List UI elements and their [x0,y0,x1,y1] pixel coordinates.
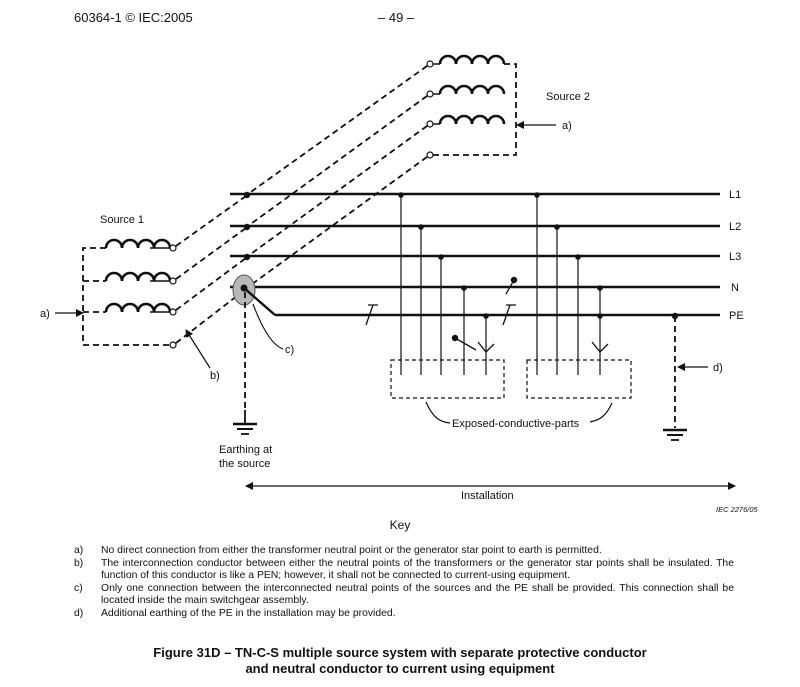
installation-label: Installation [461,490,514,502]
key-heading: Key [389,518,411,532]
exposed-leaders [425,401,613,424]
earthing-label-line1: Earthing at [219,444,272,456]
callout-a-left: a) [40,308,50,320]
key-note-label: a) [74,545,84,556]
switch-symbols [451,276,609,353]
source2-coil-3 [438,114,506,125]
key-notes: a) No direct connection from either the … [74,545,734,621]
source2-label: Source 2 [546,91,590,103]
key-note-label: d) [74,607,84,619]
key-note-label: c) [74,582,83,594]
source2-terminal-4 [426,151,434,159]
source2-coil-1 [438,54,506,65]
label-n: N [731,282,739,294]
key-note-text: Additional earthing of the PE in the ins… [101,607,396,619]
iec-reference: IEC 2276/05 [716,505,759,514]
key-note-text: Only one connection between the intercon… [101,582,734,607]
label-l1: L1 [729,189,741,201]
equipment-junctions [398,192,603,319]
label-l2: L2 [729,221,741,233]
earthing-label-line2: the source [219,458,270,470]
conductors [230,192,720,317]
source1-terminal-4 [169,341,177,349]
equipment-enclosure-2 [526,359,632,399]
caption-line-1: Figure 31D – TN-C-S multiple source syst… [153,645,647,660]
key-note-a: a) No direct connection from either the … [74,545,734,558]
source1-coil-3 [104,302,172,313]
callout-b: b) [210,370,220,382]
source1-coil-1 [104,238,172,249]
source-1 [82,238,177,349]
key-note-d: d) Additional earthing of the PE in the … [74,608,734,621]
callout-c: c) [285,344,294,356]
document-id: 60364-1 © IEC:2005 [74,10,193,25]
pe-breaks [365,304,516,326]
callout-b-arrow [185,329,211,369]
key-note-c: c) Only one connection between the inter… [74,583,734,608]
label-l3: L3 [729,251,741,263]
caption-line-2: and neutral conductor to current using e… [245,661,555,676]
source2-interconnections [247,65,428,288]
additional-earthing [663,312,687,441]
source2-terminal-2 [426,90,434,98]
callout-c-leader [252,303,284,350]
source2-star-point [433,63,517,156]
source2-terminal-3 [426,120,434,128]
tn-c-s-diagram: Source 1 Source 2 L1 L2 L3 N PE a) a) b)… [40,54,759,514]
source1-terminal-2 [169,277,177,285]
equipment-connections [400,195,601,375]
neutral-pe-link [232,274,276,435]
key-note-b: b) The interconnection conductor between… [74,558,734,583]
source1-interconnections [175,195,247,344]
page-number: – 49 – [378,10,415,25]
key-note-text: No direct connection from either the tra… [101,545,602,556]
key-note-text: The interconnection conductor between ei… [101,557,734,582]
exposed-parts-label: Exposed-conductive-parts [452,418,580,430]
label-pe: PE [729,310,744,322]
callout-d: d) [713,362,723,374]
source-2 [426,54,517,159]
source2-coil-2 [438,84,506,95]
source-junctions [243,191,251,261]
source1-terminal-3 [169,308,177,316]
source1-coil-2 [104,271,172,282]
source2-terminal-1 [426,60,434,68]
callout-a-right: a) [562,120,572,132]
equipment-enclosure-1 [390,359,505,399]
figure-caption: Figure 31D – TN-C-S multiple source syst… [0,645,800,677]
source1-star-point [82,247,170,346]
key-note-label: b) [74,557,84,569]
source1-terminal-1 [169,244,177,252]
source1-label: Source 1 [100,214,144,226]
